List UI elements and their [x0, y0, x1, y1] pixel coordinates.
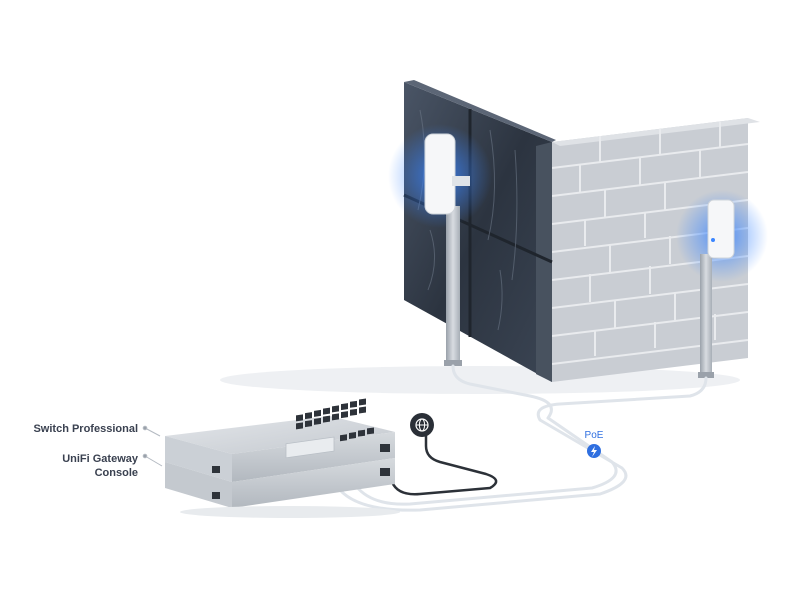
switch-professional-label: Switch Professional	[0, 422, 138, 436]
gateway-console-label: UniFi Gateway Console	[0, 452, 138, 480]
brick-wall	[551, 118, 760, 382]
glass-window-wall	[403, 80, 556, 382]
switch-professional-text: Switch Professional	[33, 423, 138, 435]
poe-label: PoE	[584, 430, 604, 441]
gateway-console	[165, 427, 400, 518]
access-point-right	[676, 190, 768, 378]
gateway-console-text-line2: Console	[94, 467, 138, 479]
mounting-pole	[446, 206, 460, 366]
access-point-left	[388, 124, 492, 366]
lightning-bolt-icon	[587, 444, 601, 458]
globe-icon	[410, 413, 434, 437]
poe-cables	[338, 364, 708, 512]
mounting-pole	[700, 254, 712, 378]
ground-shadow	[220, 366, 740, 394]
gateway-console-text-line1: UniFi Gateway	[62, 453, 138, 465]
callout-leaders	[142, 425, 163, 467]
internet-cable	[390, 432, 498, 496]
switch-professional	[165, 398, 395, 482]
